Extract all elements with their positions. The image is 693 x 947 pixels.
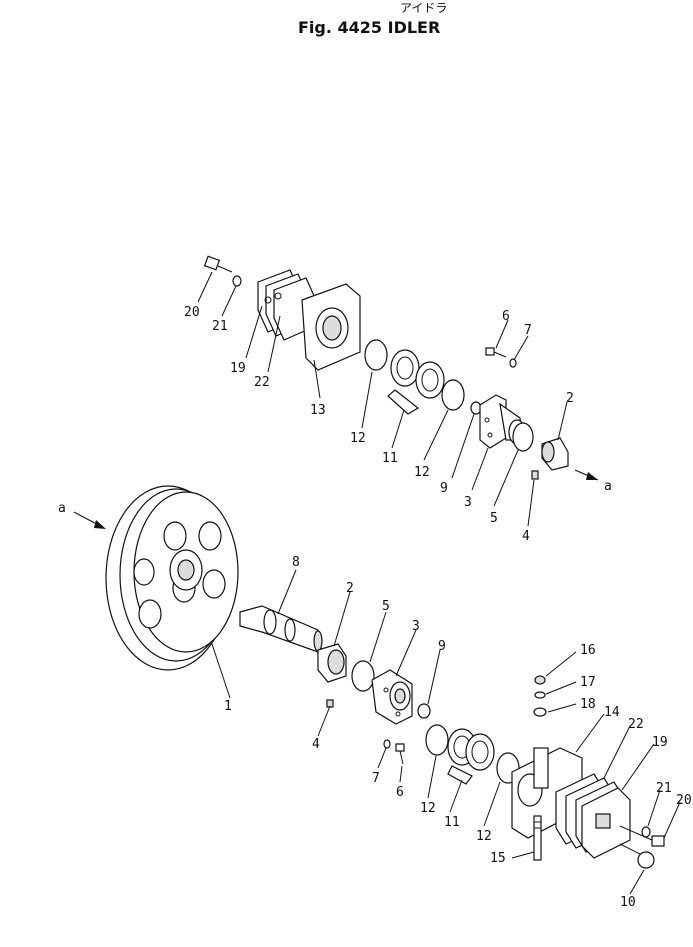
callout-9: 9	[438, 639, 446, 654]
washer-21-upper	[232, 275, 242, 287]
callout-9: 9	[440, 481, 448, 496]
callout-labels: 20 21 19 22 13 12 11 12 6 7 2 9 3 5 4 8 …	[184, 305, 692, 910]
callout-2: 2	[566, 391, 574, 406]
callout-13: 13	[310, 403, 326, 418]
callout-6: 6	[502, 309, 510, 324]
view-arrow-a-left: a	[58, 501, 106, 529]
callout-21: 21	[212, 319, 228, 334]
washer-7-lower	[383, 739, 391, 749]
callout-3: 3	[412, 619, 420, 634]
callout-1: 1	[224, 699, 232, 714]
callout-4: 4	[312, 737, 320, 752]
o-ring-5-upper	[512, 422, 534, 452]
washer-17	[534, 691, 546, 699]
callout-11: 11	[444, 815, 460, 830]
stud-15	[533, 815, 542, 861]
leader-lines	[197, 271, 681, 895]
floating-seal-11-lower	[447, 728, 495, 785]
callout-8: 8	[292, 555, 300, 570]
callout-15: 15	[490, 851, 506, 866]
callout-16: 16	[580, 643, 596, 658]
callout-22: 22	[254, 375, 270, 390]
callout-7: 7	[524, 323, 532, 338]
callout-19: 19	[652, 735, 668, 750]
bolt-10	[619, 843, 655, 869]
callout-18: 18	[580, 697, 596, 712]
washer-18	[533, 707, 547, 717]
bolt-20-lower	[619, 825, 665, 847]
callout-3: 3	[464, 495, 472, 510]
callout-6: 6	[396, 785, 404, 800]
callout-20: 20	[184, 305, 200, 320]
plate-19-lower	[581, 787, 631, 859]
shaft-8	[239, 605, 323, 653]
floating-seal-11-upper	[387, 349, 445, 415]
washer-21-lower	[641, 826, 651, 838]
view-arrow-a-right: a	[574, 469, 612, 494]
bolt-20-upper	[203, 255, 233, 273]
callout-7: 7	[372, 771, 380, 786]
callout-19: 19	[230, 361, 246, 376]
callout-10: 10	[620, 895, 636, 910]
bushing-2-lower	[317, 643, 347, 683]
idler-wheel-1	[105, 485, 239, 671]
figure-title: Fig. 4425 IDLER	[298, 18, 440, 37]
callout-4: 4	[522, 529, 530, 544]
callout-5: 5	[490, 511, 498, 526]
callout-14: 14	[604, 705, 620, 720]
o-ring-12-upper-a	[364, 339, 388, 371]
view-label-a-right: a	[604, 479, 612, 494]
bolt-6-upper	[485, 347, 507, 358]
callout-12: 12	[420, 801, 436, 816]
washer-7-upper	[509, 358, 517, 368]
o-ring-12-upper-b	[441, 379, 465, 411]
callout-5: 5	[382, 599, 390, 614]
collar-3-lower	[371, 669, 413, 725]
callout-2: 2	[346, 581, 354, 596]
japanese-title: アイドラ	[400, 1, 447, 15]
o-ring-9-lower	[417, 703, 431, 719]
callout-20: 20	[676, 793, 692, 808]
pin-4-lower	[326, 699, 334, 708]
support-13	[301, 283, 361, 371]
callout-22: 22	[628, 717, 644, 732]
bushing-2-upper	[541, 437, 569, 471]
callout-17: 17	[580, 675, 596, 690]
callout-21: 21	[656, 781, 672, 796]
view-label-a-left: a	[58, 501, 66, 516]
bolt-6-lower	[395, 743, 405, 765]
callout-12: 12	[476, 829, 492, 844]
pin-4-upper	[531, 470, 539, 480]
o-ring-12-lower-a	[425, 724, 449, 756]
o-ring-5-lower	[351, 660, 375, 692]
callout-12: 12	[350, 431, 366, 446]
callout-12: 12	[414, 465, 430, 480]
shim-stack-upper	[257, 269, 317, 341]
callout-11: 11	[382, 451, 398, 466]
nut-16	[534, 675, 546, 685]
